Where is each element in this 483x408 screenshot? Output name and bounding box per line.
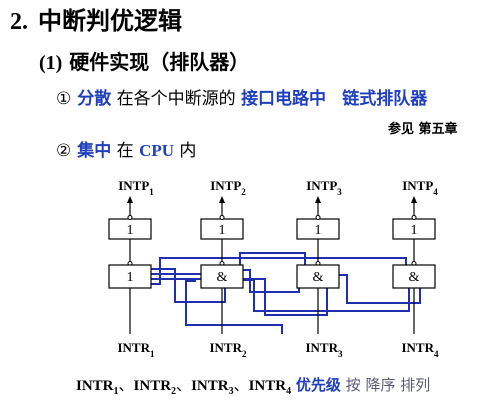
item2-cpu: CPU (139, 141, 175, 160)
input-label-1: INTR1 (117, 340, 155, 359)
inverter-bubble-3 (315, 215, 321, 220)
priority-wires (151, 252, 421, 334)
output-arrow-4 (411, 196, 417, 203)
signal-wires (127, 196, 417, 334)
bottom-gate-label-3: & (313, 270, 324, 285)
output-arrow-3 (315, 196, 321, 203)
output-label-4: INTP4 (402, 178, 438, 197)
output-label-3: INTP3 (306, 178, 342, 197)
footer-order: 按 降序 排列 (345, 376, 431, 394)
footer-separator: 、 (176, 376, 192, 394)
footer-priority: 优先级 (295, 376, 341, 394)
footer-separator: 、 (233, 376, 249, 394)
inverter-bubble-2 (219, 215, 225, 220)
item2-end: 内 (179, 141, 197, 161)
item1-marker: ① (56, 89, 72, 109)
priority-footer: INTR1、INTR2、INTR3、INTR4 优先级 按 降序 排列 (76, 378, 430, 397)
item2-marker: ② (56, 141, 72, 161)
priority-wire-8 (185, 280, 283, 334)
inverter-bubble-4 (411, 215, 417, 220)
output-label-1: INTP1 (118, 178, 154, 197)
section-title: 中断判优逻辑 (38, 7, 182, 35)
subsection-heading: (1) 硬件实现（排队器） (39, 52, 249, 73)
footer-signal-1: INTR1 (76, 378, 119, 397)
top-gate-label-2: 1 (219, 223, 226, 238)
section-heading: 2. 中断判优逻辑 (10, 9, 182, 34)
item1-daisy-chain: 链式排队器 (342, 89, 428, 109)
input-label-3: INTR3 (305, 340, 343, 359)
subsection-title: 硬件实现（排队器） (69, 50, 250, 74)
item2-keyword: 集中 (77, 141, 112, 161)
inverter-bubble-1 (127, 215, 133, 220)
priority-wire-4 (243, 269, 300, 293)
output-arrow-1 (127, 196, 133, 203)
subsection-number: (1) (39, 52, 63, 74)
bottom-gate-3 (296, 264, 340, 289)
top-gate-label-3: 1 (315, 223, 322, 238)
item1-interface: 接口电路中 (241, 89, 327, 109)
footer-signal-2: INTR2 (133, 378, 177, 397)
top-gate-label-1: 1 (127, 223, 134, 238)
bottom-gate-label-2: & (217, 270, 228, 285)
gate-boxes: 1 1 1 & 1 & 1 & (108, 215, 436, 289)
footer-signal-4: INTR4 (248, 378, 292, 397)
bottom-gate-2 (200, 264, 244, 289)
input-label-4: INTR4 (401, 340, 439, 359)
priority-wire-1 (151, 268, 226, 303)
footer-signal-3: INTR3 (191, 378, 234, 397)
footer-separator: 、 (118, 376, 134, 394)
chapter-reference: 参见 第五章 (388, 122, 458, 137)
priority-wire-7 (339, 274, 421, 304)
bottom-gate-label-4: & (409, 270, 420, 285)
footer-signal-list: INTR1、INTR2、INTR3、INTR4 (76, 376, 292, 397)
output-arrow-2 (219, 196, 225, 203)
output-label-2: INTP2 (210, 178, 246, 197)
bottom-gate-label-1: 1 (127, 270, 134, 285)
item1-keyword: 分散 (77, 89, 112, 109)
bottom-gate-4 (392, 264, 436, 289)
top-gate-label-4: 1 (411, 223, 418, 238)
input-label-2: INTR2 (209, 340, 247, 359)
priority-wire-5 (151, 257, 407, 285)
item2-text: 在 (116, 141, 134, 161)
bottom-gate-1 (108, 264, 152, 289)
item1-text: 在各个中断源的 (116, 89, 236, 109)
section-number: 2. (10, 9, 28, 35)
